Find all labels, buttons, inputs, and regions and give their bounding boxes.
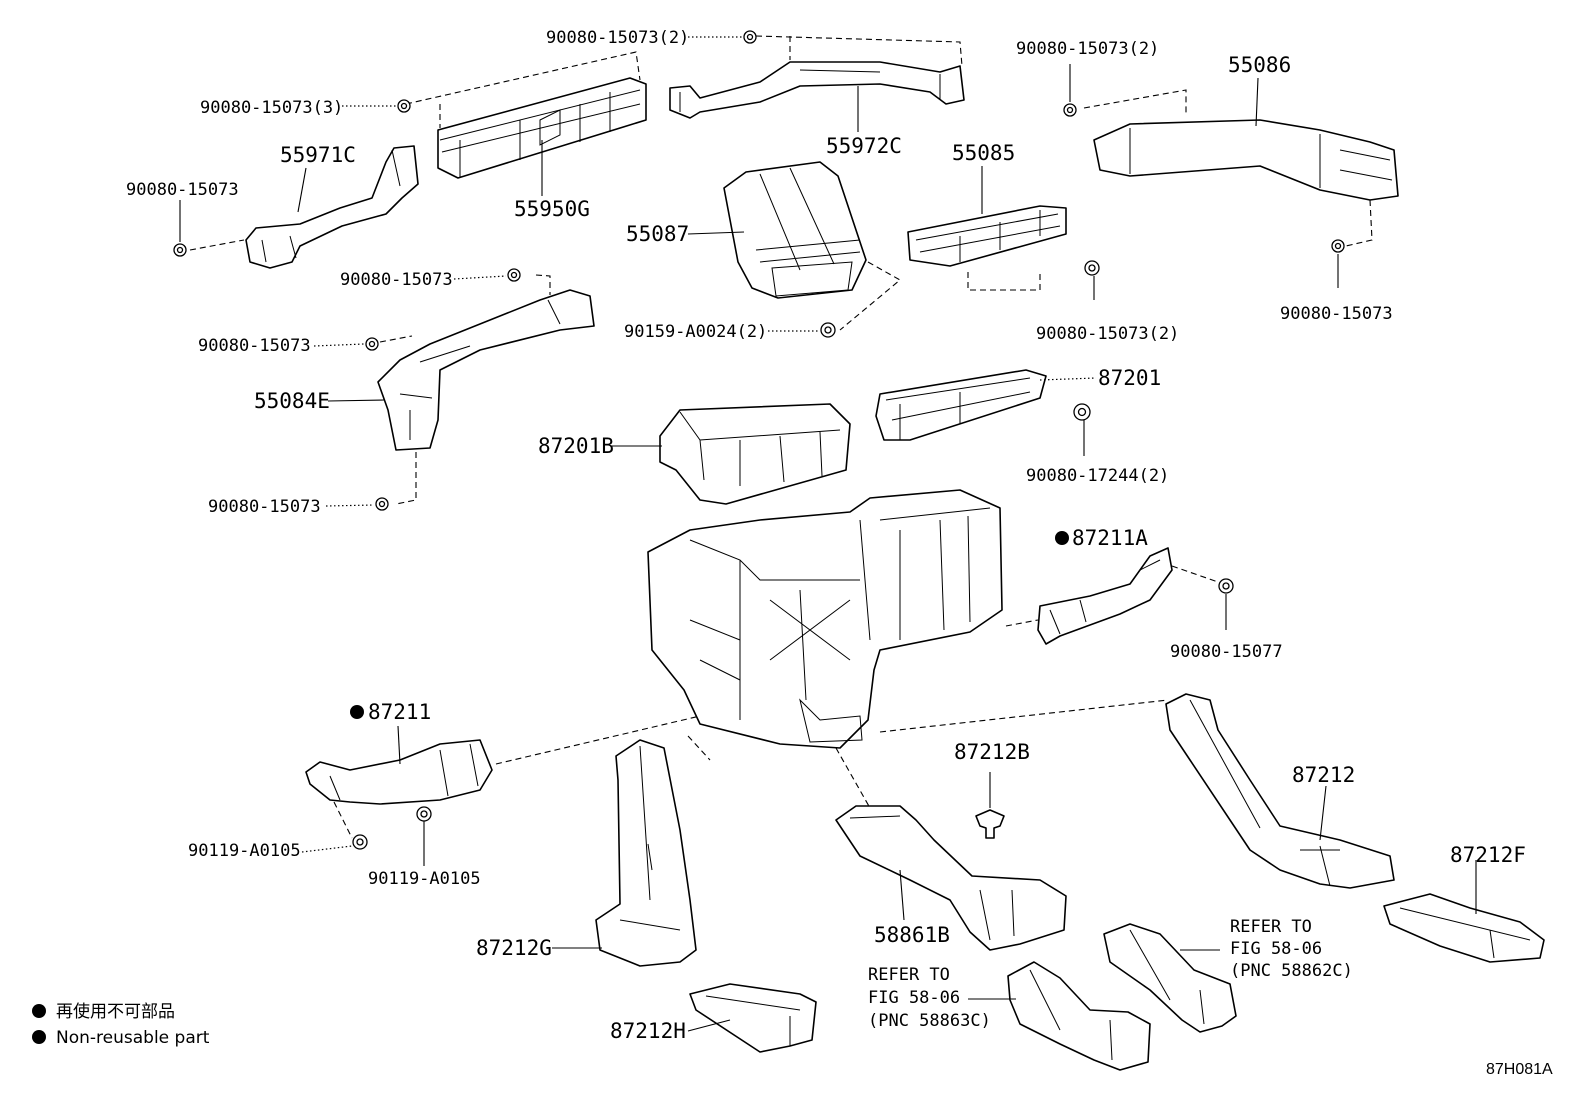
leader-dash <box>405 51 641 105</box>
callout-87212B: 87212B <box>954 740 1030 764</box>
callout-55084E: 55084E <box>254 389 330 413</box>
callout-90080-15077: 90080-15077 <box>1170 642 1283 662</box>
callout-90080-17244-2: 90080-17244(2) <box>1026 466 1169 486</box>
callout-90080-15073-2-mid: 90080-15073(2) <box>1036 324 1179 344</box>
part-58861B[interactable] <box>835 805 1067 951</box>
leader-dash <box>1171 565 1219 583</box>
callout-55086: 55086 <box>1228 53 1291 77</box>
part-87212F[interactable] <box>1383 893 1545 963</box>
callout-90159-A0024-2: 90159-A0024(2) <box>624 322 767 342</box>
part-87211[interactable] <box>305 739 493 805</box>
diagram-code: 87H081A <box>1486 1061 1553 1078</box>
legend-line-english: Non-reusable part <box>56 1028 210 1048</box>
ref-right-line3: (PNC 58862C) <box>1230 961 1353 981</box>
leader-dash <box>1345 199 1373 247</box>
callout-87212G: 87212G <box>476 936 552 960</box>
part-55972C[interactable] <box>669 61 965 119</box>
leader-dash <box>379 335 413 343</box>
part-pnc-58863C[interactable] <box>1007 961 1151 1071</box>
callout-labels: 90080-15073(2) 90080-15073(3) 55971C 900… <box>126 28 1526 1043</box>
callout-87201: 87201 <box>1098 366 1161 390</box>
callout-55087: 55087 <box>626 222 689 246</box>
leader-dash <box>1083 89 1187 116</box>
callout-55950G: 55950G <box>514 197 590 221</box>
leader-dash <box>1005 619 1039 627</box>
leader-dash <box>835 747 871 809</box>
part-heater-unit <box>647 489 1003 749</box>
ref-right-line2: FIG 58-06 <box>1230 939 1322 959</box>
callout-90080-15073-a: 90080-15073 <box>340 270 453 290</box>
leader-lines <box>179 36 1477 1032</box>
bolt-icons <box>173 30 1345 850</box>
ref-mid-line2: FIG 58-06 <box>868 988 960 1008</box>
ref-mid-line3: (PNC 58863C) <box>868 1011 991 1031</box>
part-55086[interactable] <box>1093 119 1399 201</box>
callout-87201B: 87201B <box>538 434 614 458</box>
callout-90080-15073-2-right: 90080-15073(2) <box>1016 39 1159 59</box>
legend: 再使用不可部品 Non-reusable part <box>32 1001 210 1048</box>
callout-87212H: 87212H <box>610 1019 686 1043</box>
leader-dash <box>333 801 353 839</box>
legend-line-japanese: 再使用不可部品 <box>56 1001 175 1022</box>
part-87211A[interactable] <box>1037 547 1173 645</box>
part-87212G[interactable] <box>595 739 697 967</box>
legend-bullet-icon <box>32 1030 46 1044</box>
leader-dash <box>189 239 245 251</box>
part-87201[interactable] <box>875 369 1047 441</box>
leader-dash <box>879 699 1169 733</box>
ref-mid-line1: REFER TO <box>868 965 950 985</box>
callout-90080-15073-rightlow: 90080-15073 <box>1280 304 1393 324</box>
callout-90119-A0105-a: 90119-A0105 <box>188 841 301 861</box>
leader-dash <box>687 735 711 761</box>
legend-bullet-icon <box>32 1004 46 1018</box>
leader-dash <box>535 274 551 295</box>
callout-55971C: 55971C <box>280 143 356 167</box>
part-87212[interactable] <box>1165 693 1395 889</box>
part-87201B[interactable] <box>659 403 851 505</box>
part-55087[interactable] <box>723 161 867 299</box>
callout-55972C: 55972C <box>826 134 902 158</box>
leader-dash <box>967 270 1041 291</box>
leader-dash <box>395 452 417 505</box>
callout-87211A: 87211A <box>1072 526 1148 550</box>
callout-90080-15073-c: 90080-15073 <box>208 497 321 517</box>
leader-dash <box>495 715 701 765</box>
part-55950G[interactable] <box>437 77 647 179</box>
callout-87211: 87211 <box>368 700 431 724</box>
callout-58861B: 58861B <box>874 923 950 947</box>
callout-87212F: 87212F <box>1450 843 1526 867</box>
part-55085[interactable] <box>907 205 1067 267</box>
leader-dash <box>755 35 963 67</box>
non-reusable-mark <box>1055 531 1069 545</box>
non-reusable-mark <box>350 705 364 719</box>
part-55084E[interactable] <box>377 289 595 451</box>
part-pnc-58862C[interactable] <box>1103 923 1237 1033</box>
part-87212B[interactable] <box>975 809 1005 839</box>
ref-right-line1: REFER TO <box>1230 917 1312 937</box>
leader-dash <box>839 261 901 331</box>
callout-55085: 55085 <box>952 141 1015 165</box>
callout-90080-15073-3: 90080-15073(3) <box>200 98 343 118</box>
callout-90119-A0105-b: 90119-A0105 <box>368 869 481 889</box>
callout-90080-15073-b: 90080-15073 <box>198 336 311 356</box>
callout-90080-15073-2-top: 90080-15073(2) <box>546 28 689 48</box>
callout-90080-15073-left: 90080-15073 <box>126 180 239 200</box>
part-55971C[interactable] <box>245 145 419 269</box>
callout-87212: 87212 <box>1292 763 1355 787</box>
part-87212H[interactable] <box>689 983 817 1053</box>
